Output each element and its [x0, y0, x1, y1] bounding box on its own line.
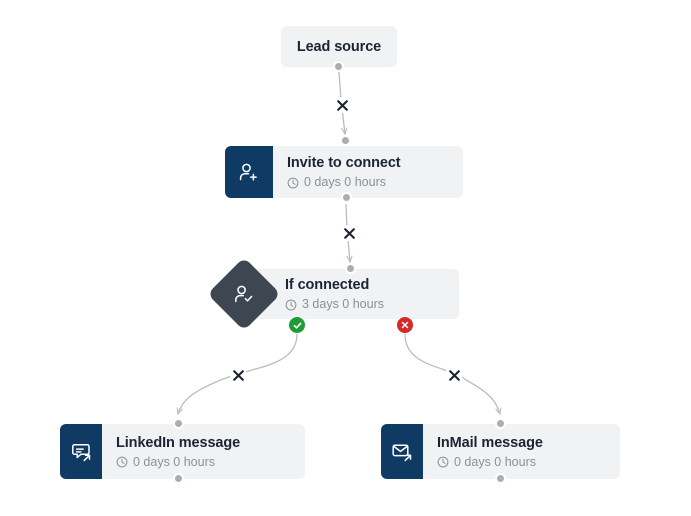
node-inmail-delay-text: 0 days 0 hours: [454, 454, 536, 469]
node-linkedin-delay-text: 0 days 0 hours: [133, 454, 215, 469]
check-icon: [293, 322, 301, 329]
node-invite-to-connect[interactable]: Invite to connect 0 days 0 hours: [225, 146, 463, 198]
edge-delete-no-to-inmail[interactable]: [446, 367, 462, 383]
node-invite-delay-text: 0 days 0 hours: [304, 175, 386, 189]
edge-delete-lead-to-invite[interactable]: [334, 97, 350, 113]
envelope-send-icon: [381, 424, 423, 479]
badge-yes[interactable]: [288, 316, 306, 334]
node-if-connected-delay: 3 days 0 hours: [285, 297, 384, 312]
x-delete-icon: [232, 369, 244, 381]
node-if-connected-delay-text: 3 days 0 hours: [302, 297, 384, 311]
node-linkedin-message[interactable]: LinkedIn message 0 days 0 hours: [60, 424, 305, 479]
node-invite-delay: 0 days 0 hours: [287, 175, 401, 190]
x-delete-icon: [448, 369, 460, 381]
handle-invite-top[interactable]: [340, 135, 351, 146]
handle-inmail-bottom[interactable]: [495, 473, 506, 484]
clock-icon: [287, 177, 299, 188]
handle-linkedin-top[interactable]: [173, 418, 184, 429]
node-linkedin-title: LinkedIn message: [116, 434, 241, 451]
badge-no[interactable]: [396, 316, 414, 334]
x-icon: [401, 321, 409, 329]
edge-delete-yes-to-linkedin[interactable]: [230, 367, 246, 383]
handle-if-connected-top[interactable]: [345, 263, 356, 274]
person-add-icon: [225, 146, 273, 198]
chat-bubble-send-icon: [60, 424, 102, 479]
node-lead-source[interactable]: Lead source: [281, 26, 397, 67]
clock-icon: [285, 299, 297, 310]
edge-delete-invite-to-condition[interactable]: [341, 225, 357, 241]
node-linkedin-body: LinkedIn message 0 days 0 hours: [102, 424, 240, 479]
node-inmail-body: InMail message 0 days 0 hours: [423, 424, 543, 479]
node-if-connected-body: If connected 3 days 0 hours: [243, 269, 384, 319]
node-linkedin-delay: 0 days 0 hours: [116, 455, 240, 470]
handle-inmail-top[interactable]: [495, 418, 506, 429]
node-invite-title: Invite to connect: [287, 155, 401, 171]
node-lead-source-title: Lead source: [296, 38, 382, 55]
node-inmail-title: InMail message: [437, 434, 543, 451]
x-delete-icon: [343, 227, 355, 239]
node-if-connected-diamond[interactable]: [207, 257, 281, 331]
handle-lead-source-bottom[interactable]: [333, 61, 344, 72]
x-delete-icon: [336, 99, 348, 111]
node-inmail-delay: 0 days 0 hours: [437, 455, 543, 470]
handle-invite-bottom[interactable]: [341, 192, 352, 203]
node-inmail-message[interactable]: InMail message 0 days 0 hours: [381, 424, 620, 479]
person-check-icon: [232, 282, 256, 306]
node-invite-body: Invite to connect 0 days 0 hours: [273, 146, 401, 198]
node-if-connected[interactable]: If connected 3 days 0 hours: [243, 269, 459, 319]
clock-icon: [437, 456, 449, 468]
clock-icon: [116, 456, 128, 468]
handle-linkedin-bottom[interactable]: [173, 473, 184, 484]
node-if-connected-title: If connected: [285, 277, 370, 293]
